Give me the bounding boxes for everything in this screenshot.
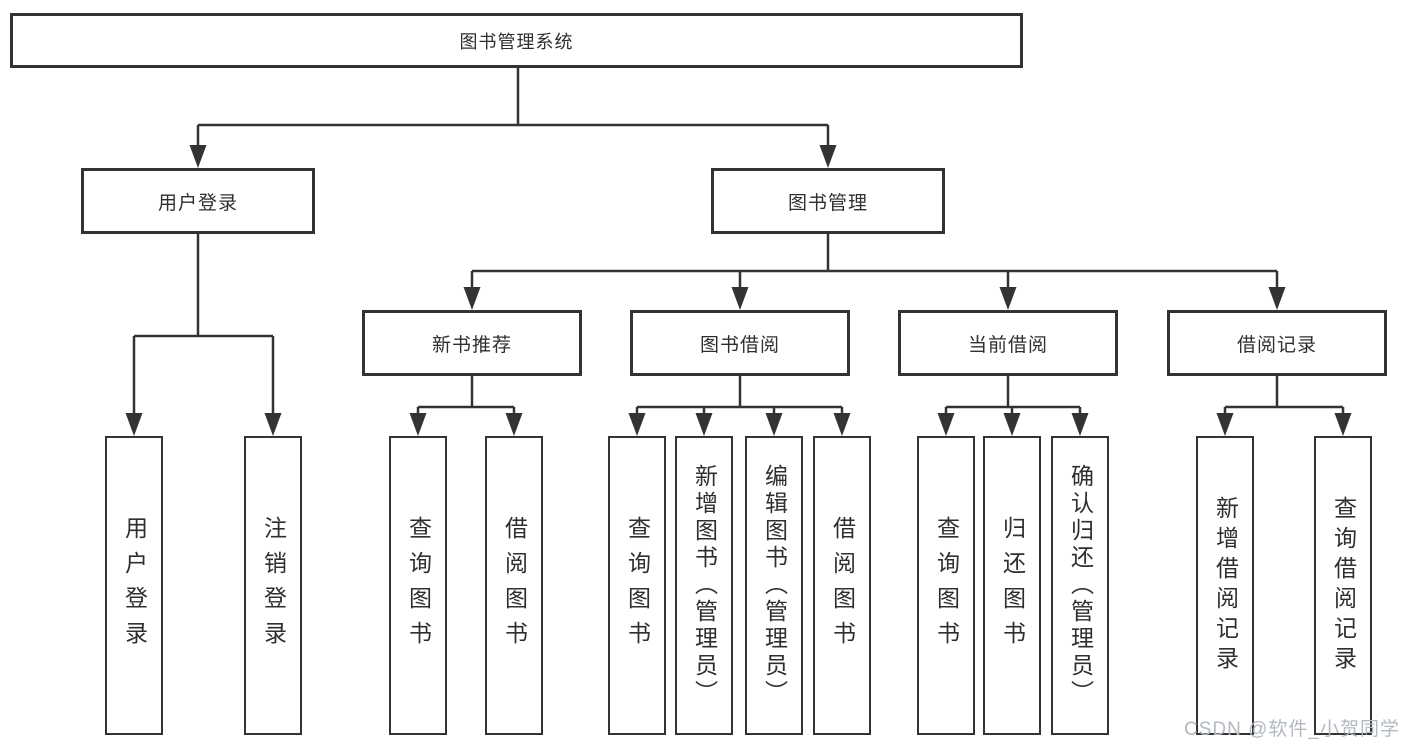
node-book-borrow: 图书借阅 xyxy=(630,310,850,376)
leaf-user-login: 用户登录 xyxy=(105,436,163,735)
node-new-book-recommend: 新书推荐 xyxy=(362,310,582,376)
leaf-add-books-admin: 新增图书（管理员） xyxy=(675,436,733,735)
node-current-borrow: 当前借阅 xyxy=(898,310,1118,376)
leaf-add-borrow-record-label: 新增借阅记录 xyxy=(1212,495,1239,676)
leaf-borrow-books-label: 借阅图书 xyxy=(829,515,856,656)
leaf-add-books-admin-label: 新增图书（管理员） xyxy=(691,464,718,707)
leaf-logout: 注销登录 xyxy=(244,436,302,735)
leaf-query-books-recommend-label: 查询图书 xyxy=(405,515,432,656)
leaf-confirm-return-admin: 确认归还（管理员） xyxy=(1051,436,1109,735)
node-user-login: 用户登录 xyxy=(81,168,315,234)
leaf-query-books-current-label: 查询图书 xyxy=(933,515,960,656)
leaf-query-books-recommend: 查询图书 xyxy=(389,436,447,735)
leaf-return-books-label: 归还图书 xyxy=(999,515,1026,656)
node-user-login-label: 用户登录 xyxy=(157,192,238,214)
leaf-borrow-books-recommend: 借阅图书 xyxy=(485,436,543,735)
leaf-edit-books-admin: 编辑图书（管理员） xyxy=(745,436,803,735)
leaf-return-books: 归还图书 xyxy=(983,436,1041,735)
leaf-query-books-borrow-label: 查询图书 xyxy=(624,515,651,656)
leaf-borrow-books-recommend-label: 借阅图书 xyxy=(501,515,528,656)
node-borrow-record-label: 借阅记录 xyxy=(1236,334,1317,356)
node-book-management: 图书管理 xyxy=(711,168,945,234)
leaf-query-borrow-record-label: 查询借阅记录 xyxy=(1330,495,1357,676)
node-root-library-system: 图书管理系统 xyxy=(10,13,1023,68)
node-current-borrow-label: 当前借阅 xyxy=(967,334,1048,356)
leaf-confirm-return-admin-label: 确认归还（管理员） xyxy=(1067,464,1094,707)
csdn-watermark: CSDN @软件_小贺同学 xyxy=(1184,719,1400,740)
leaf-query-books-current: 查询图书 xyxy=(917,436,975,735)
leaf-logout-label: 注销登录 xyxy=(260,515,287,656)
node-borrow-record: 借阅记录 xyxy=(1167,310,1387,376)
node-new-book-recommend-label: 新书推荐 xyxy=(431,334,512,356)
leaf-borrow-books: 借阅图书 xyxy=(813,436,871,735)
node-book-borrow-label: 图书借阅 xyxy=(699,334,780,356)
leaf-query-books-borrow: 查询图书 xyxy=(608,436,666,735)
node-book-management-label: 图书管理 xyxy=(787,192,868,214)
leaf-user-login-label: 用户登录 xyxy=(121,515,148,656)
leaf-query-borrow-record: 查询借阅记录 xyxy=(1314,436,1372,735)
node-root-label: 图书管理系统 xyxy=(459,31,574,52)
leaf-edit-books-admin-label: 编辑图书（管理员） xyxy=(761,464,788,707)
leaf-add-borrow-record: 新增借阅记录 xyxy=(1196,436,1254,735)
